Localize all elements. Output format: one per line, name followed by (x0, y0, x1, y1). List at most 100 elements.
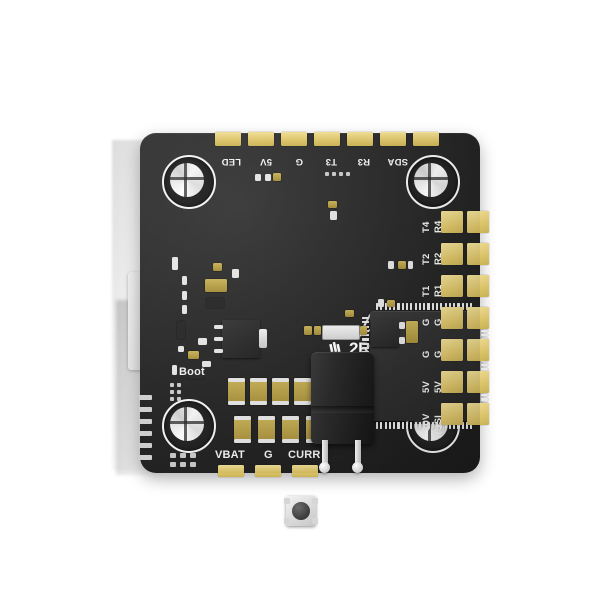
pad-led[interactable] (215, 132, 241, 146)
smd-capacitor-k (387, 300, 395, 307)
voltage-regulator (222, 320, 260, 358)
smd-capacitor-a (273, 173, 281, 181)
smd-resistor-i (182, 305, 187, 314)
label-pad-t3: T3 (325, 156, 338, 167)
pad-r4[interactable] (467, 211, 489, 233)
regulator-pin-1 (214, 325, 223, 329)
pad-r3[interactable] (347, 132, 373, 146)
mounting-hole-top-right (406, 155, 460, 209)
label-pad-sda: SDA (387, 156, 408, 167)
pad-5v-1[interactable] (441, 371, 463, 393)
pad-sda[interactable] (380, 132, 406, 146)
label-pad-g-1: G (421, 318, 432, 326)
electrolytic-capacitor (311, 352, 374, 444)
smd-resistor-a (265, 174, 271, 181)
pad-t3[interactable] (314, 132, 340, 146)
label-pad-g-4: G (433, 350, 444, 358)
pad-g-1[interactable] (441, 307, 463, 329)
smd-capacitor-d (205, 279, 227, 292)
smd-resistor-m (188, 371, 204, 379)
smd-capacitor-g (314, 326, 321, 335)
power-cap-8 (282, 416, 299, 443)
pad-g-bottom[interactable] (255, 465, 281, 477)
smd-capacitor-j (406, 321, 418, 343)
label-pad-t2: T2 (421, 253, 432, 266)
pad-t1[interactable] (441, 275, 463, 297)
via-group-bottom-left (170, 453, 196, 467)
smd-resistor-p (378, 299, 384, 307)
power-cap-3 (272, 378, 289, 405)
smd-capacitor-b (328, 201, 337, 208)
label-pad-r4: R4 (433, 220, 444, 233)
boot-button-cap[interactable] (292, 502, 310, 520)
label-pad-g-bottom: G (264, 449, 273, 461)
smd-resistor-s (172, 365, 177, 375)
label-pad-5v-top: 5V (259, 156, 272, 167)
smd-resistor-b (255, 174, 261, 181)
smd-resistor-e (206, 298, 224, 308)
label-pad-5v-2: 5V (433, 380, 444, 393)
capacitor-foot-right (352, 462, 363, 473)
pad-5v-2[interactable] (467, 371, 489, 393)
smd-resistor-c (330, 211, 337, 220)
smd-resistor-d (232, 269, 239, 278)
label-pad-led: LED (221, 156, 241, 167)
power-cap-1 (228, 378, 245, 405)
pad-vbat[interactable] (218, 465, 244, 477)
regulator-pin-3 (214, 349, 223, 353)
crystal-oscillator (322, 325, 360, 340)
capacitor-foot-left (319, 462, 330, 473)
smd-resistor-q (388, 261, 394, 269)
pad-r2[interactable] (467, 243, 489, 265)
smd-resistor-j (178, 346, 184, 352)
smd-resistor-k (198, 338, 207, 345)
via-group-boot (170, 383, 181, 401)
regulator-pin-2 (214, 337, 223, 341)
label-boot: Boot (179, 366, 205, 378)
capacitor-lead-left (322, 440, 328, 470)
smd-capacitor-e (188, 351, 199, 359)
pad-5v-top[interactable] (248, 132, 274, 146)
smd-resistor-l (202, 361, 211, 367)
sensor-chip (371, 319, 399, 347)
pad-g-4[interactable] (467, 339, 489, 361)
label-pad-5v-1: 5V (421, 380, 432, 393)
label-pad-r2: R2 (433, 252, 444, 265)
pad-g-3[interactable] (441, 339, 463, 361)
pad-g-2[interactable] (467, 307, 489, 329)
smd-capacitor-h (360, 326, 367, 335)
power-cap-2 (250, 378, 267, 405)
label-pad-g-3: G (421, 350, 432, 358)
smd-resistor-h (182, 291, 187, 300)
pad-t4[interactable] (441, 211, 463, 233)
label-pad-t4: T4 (421, 221, 432, 234)
smd-resistor-r (408, 261, 413, 269)
via-group-top (325, 172, 350, 176)
chip-pins-right (481, 317, 488, 414)
chip-pins-top (376, 303, 473, 310)
smd-capacitor-f (304, 326, 312, 335)
pad-t2[interactable] (441, 243, 463, 265)
label-pad-r3: R3 (357, 156, 370, 167)
label-pad-vbat: VBAT (215, 449, 245, 461)
boot-button[interactable] (284, 496, 318, 526)
capacitor-lead-right (355, 440, 361, 470)
chip-pins-bottom (376, 422, 473, 429)
pad-scl[interactable] (413, 132, 439, 146)
smd-resistor-o (399, 337, 405, 344)
pad-r1[interactable] (467, 275, 489, 297)
smd-capacitor-i (345, 310, 354, 317)
pad-10v[interactable] (441, 403, 463, 425)
label-pad-10v: 10V (421, 413, 432, 431)
power-cap-4 (294, 378, 311, 405)
pad-g-top[interactable] (281, 132, 307, 146)
power-cap-7 (258, 416, 275, 443)
smd-capacitor-l (398, 261, 406, 269)
pad-rssi[interactable] (467, 403, 489, 425)
pad-curr[interactable] (292, 465, 318, 477)
smd-resistor-g (182, 276, 187, 285)
label-pad-t1: T1 (421, 285, 432, 298)
capacitor-band (311, 406, 374, 413)
smd-resistor-f (172, 257, 178, 270)
